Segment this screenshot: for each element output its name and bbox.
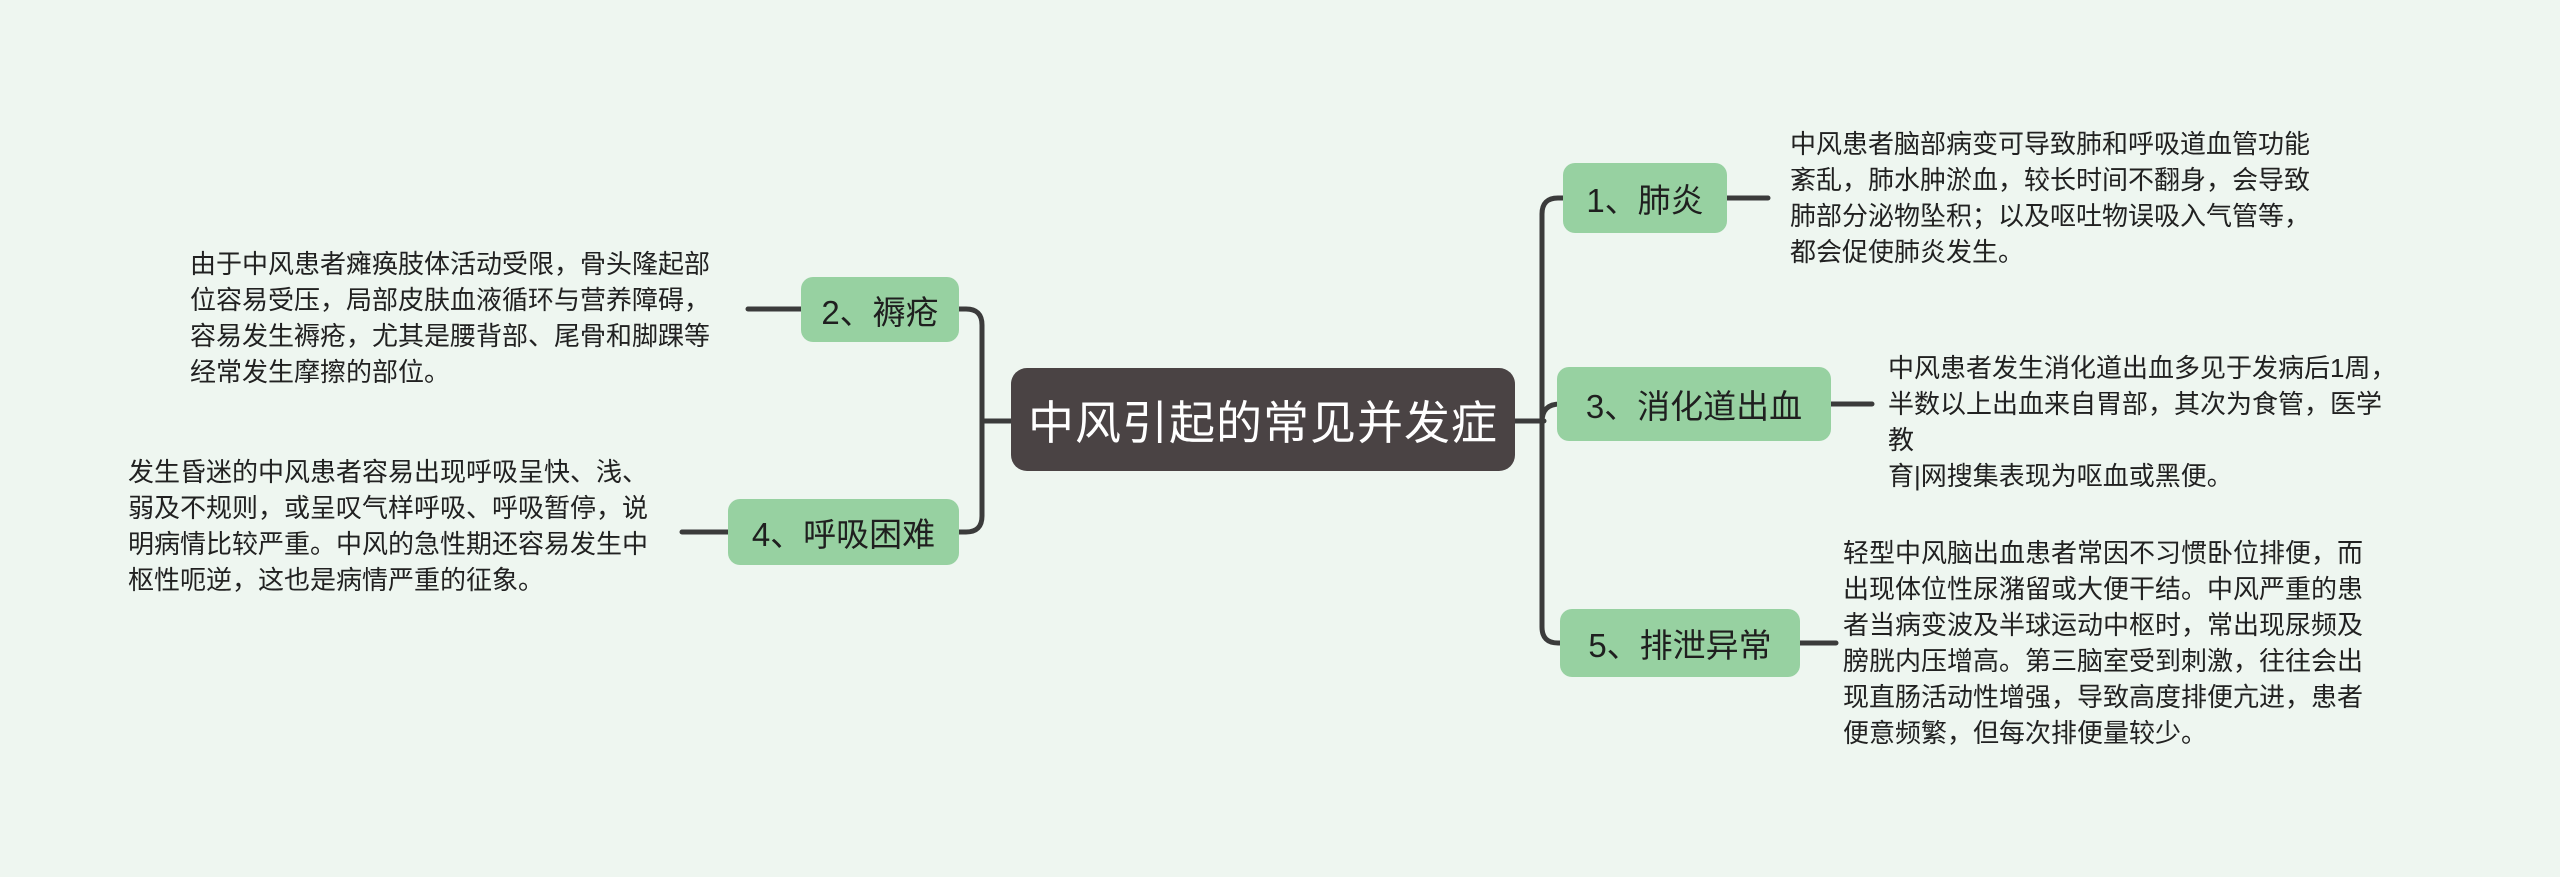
branch-node-dyspnea[interactable]: 4、呼吸困难 (728, 499, 959, 565)
branch-description-pneumonia: 中风患者脑部病变可导致肺和呼吸道血管功能 紊乱，肺水肿淤血，较长时间不翻身，会导… (1790, 129, 2311, 267)
branch-description-excretion-abnormality: 轻型中风脑出血患者常因不习惯卧位排便，而 出现体位性尿潴留或大便干结。中风严重的… (1843, 538, 2364, 748)
branch-node-gi-bleeding[interactable]: 3、消化道出血 (1557, 367, 1831, 441)
root-node[interactable]: 中风引起的常见并发症 (1011, 368, 1515, 471)
connector-left-spine (956, 306, 985, 535)
branch-description-bedsore: 由于中风患者瘫痪肢体活动受限，骨头隆起部 位容易受压，局部皮肤血液循环与营养障碍… (190, 249, 711, 387)
branch-description-dyspnea: 发生昏迷的中风患者容易出现呼吸呈快、浅、 弱及不规则，或呈叹气样呼吸、呼吸暂停，… (128, 457, 649, 595)
branch-node-excretion-abnormality[interactable]: 5、排泄异常 (1560, 609, 1800, 677)
branch-description-gi-bleeding: 中风患者发生消化道出血多见于发病后1周， 半数以上出血来自胃部，其次为食管，医学… (1888, 353, 2397, 491)
branch-node-bedsore[interactable]: 2、褥疮 (801, 277, 959, 342)
branch-node-pneumonia[interactable]: 1、肺炎 (1563, 163, 1727, 233)
